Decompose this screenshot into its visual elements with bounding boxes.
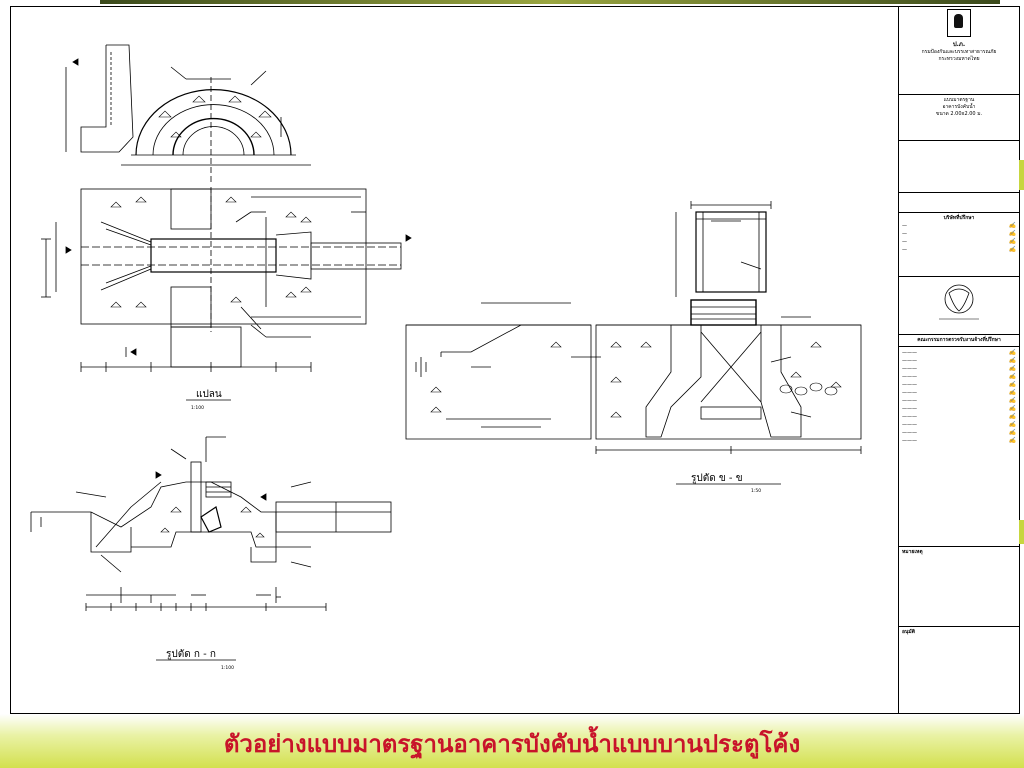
notes-label: หมายเหตุ: [902, 549, 923, 555]
signature-row: ———✍: [902, 373, 1016, 380]
plan-title-group: แปลน 1:100: [186, 389, 231, 411]
signature-row: ———✍: [902, 381, 1016, 388]
project-line-3: ขนาด 2.00x2.00 ม.: [935, 111, 983, 117]
signature-row: ———✍: [902, 349, 1016, 356]
title-block: ป.ภ. กรมป้องกันและบรรเทาสาธารณภัย กระทรว…: [898, 7, 1019, 713]
plan-title: แปลน: [196, 389, 222, 400]
title-block-scale-cell: [899, 141, 1019, 193]
engineering-drawing: แปลน 1:100 รูปตัด ข - ข 1:50 รูปตัด ก - …: [30, 44, 862, 671]
title-block-stamp: [899, 277, 1019, 335]
decorative-mark: [1019, 520, 1024, 544]
slide-caption: ตัวอย่างแบบมาตรฐานอาคารบังคับน้ำแบบบานปร…: [223, 729, 801, 758]
title-block-committee: คณะกรรมการตรวจรับงานจ้างที่ปรึกษา: [899, 335, 1019, 347]
section-a-scale: 1:100: [221, 665, 234, 671]
title-block-project: แบบมาตรฐาน อาคารบังคับน้ำ ขนาด 2.00x2.00…: [899, 95, 1019, 141]
signature-row: —✍: [902, 238, 1016, 245]
agency-seal-icon: [947, 9, 971, 37]
approve-label: อนุมัติ: [902, 629, 915, 635]
committee-label: คณะกรรมการตรวจรับงานจ้างที่ปรึกษา: [917, 337, 1001, 343]
title-block-notes: หมายเหตุ: [899, 547, 1019, 627]
signature-row: ———✍: [902, 365, 1016, 372]
section-a-view: [30, 436, 392, 611]
title-block-sheet-cell: [899, 193, 1019, 213]
signature-row: ———✍: [902, 429, 1016, 436]
top-decorative-strip: [100, 0, 1000, 4]
company-label: บริษัทที่ปรึกษา: [943, 215, 975, 221]
title-block-committee-signatures: ———✍ ———✍ ———✍ ———✍ ———✍ ———✍ ———✍ ———✍ …: [899, 347, 1019, 547]
caption-bar: ตัวอย่างแบบมาตรฐานอาคารบังคับน้ำแบบบานปร…: [0, 714, 1024, 768]
signature-row: ———✍: [902, 437, 1016, 444]
plan-view: [41, 187, 412, 372]
signature-row: ———✍: [902, 421, 1016, 428]
signature-row: —✍: [902, 246, 1016, 253]
signature-row: ———✍: [902, 357, 1016, 364]
title-block-approval: อนุมัติ: [899, 627, 1019, 711]
section-b-scale: 1:50: [751, 488, 761, 494]
signature-row: ———✍: [902, 405, 1016, 412]
section-a-title-group: รูปตัด ก - ก 1:100: [156, 649, 236, 671]
arch-gate-elevation: [65, 44, 311, 182]
project-line-2: อาคารบังคับน้ำ: [942, 104, 976, 110]
org-line-1: กรมป้องกันและบรรเทาสาธารณภัย: [921, 49, 997, 55]
section-b-title-group: รูปตัด ข - ข 1:50: [676, 473, 781, 494]
section-a-title: รูปตัด ก - ก: [166, 649, 216, 660]
signature-row: —✍: [902, 222, 1016, 229]
logo-label: ป.ภ.: [952, 41, 966, 48]
org-line-2: กระทรวงมหาดไทย: [938, 56, 980, 62]
project-line-1: แบบมาตรฐาน: [943, 97, 975, 103]
signature-row: ———✍: [902, 397, 1016, 404]
title-block-org: ป.ภ. กรมป้องกันและบรรเทาสาธารณภัย กระทรว…: [899, 7, 1019, 95]
signature-row: ———✍: [902, 389, 1016, 396]
consultant-stamp-icon: [939, 284, 979, 320]
decorative-mark: [1019, 160, 1024, 190]
title-block-consultant: บริษัทที่ปรึกษา —✍ —✍ —✍ —✍: [899, 213, 1019, 277]
plan-scale: 1:100: [191, 405, 204, 411]
signature-row: ———✍: [902, 413, 1016, 420]
drawing-sheet: แปลน 1:100 รูปตัด ข - ข 1:50 รูปตัด ก - …: [10, 6, 1020, 714]
signature-row: —✍: [902, 230, 1016, 237]
section-b-view: [405, 201, 862, 454]
section-b-title: รูปตัด ข - ข: [691, 473, 743, 484]
